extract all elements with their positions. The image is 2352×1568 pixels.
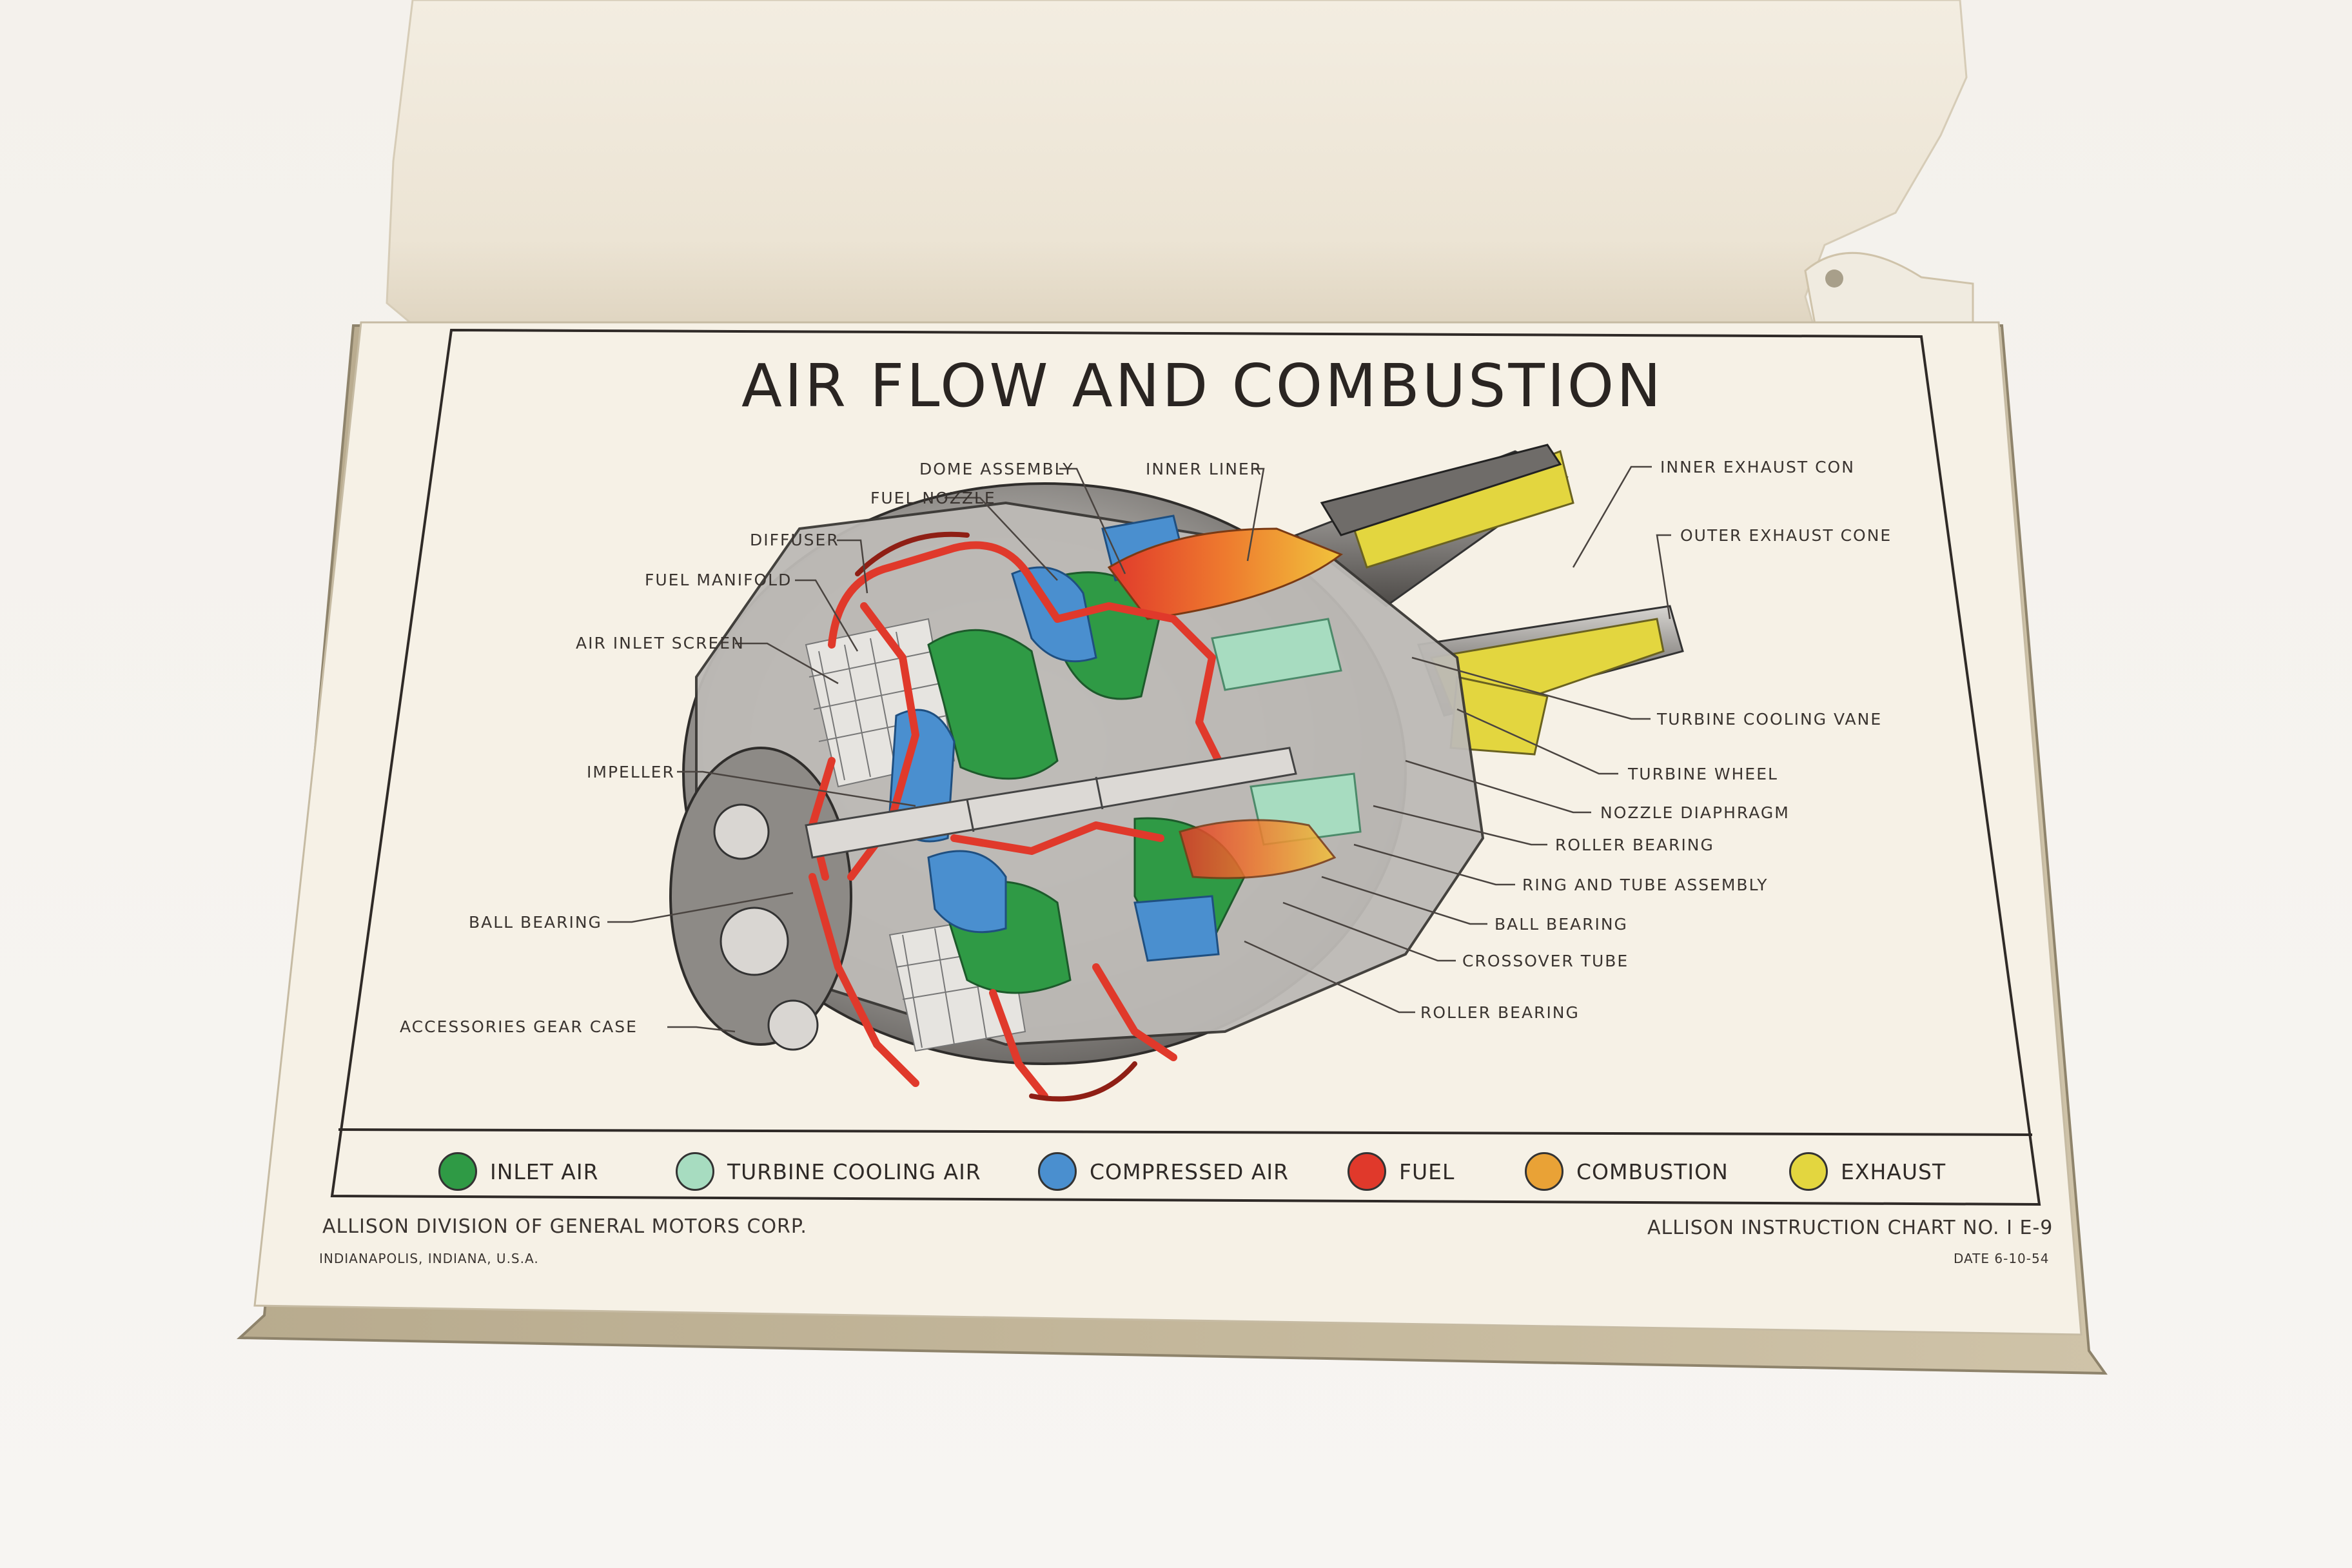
- legend-swatch-fuel: [1348, 1152, 1386, 1191]
- legend-label-compressed-air: COMPRESSED AIR: [1090, 1159, 1289, 1184]
- label-turbine-wheel: TURBINE WHEEL: [1628, 765, 1778, 783]
- legend-divider: [338, 1128, 2033, 1136]
- label-ring-and-tube-assembly: RING AND TUBE ASSEMBLY: [1522, 876, 1769, 894]
- label-ball-bearing-left: BALL BEARING: [469, 913, 602, 932]
- label-fuel-manifold: FUEL MANIFOLD: [645, 571, 792, 589]
- label-impeller: IMPELLER: [587, 763, 675, 781]
- label-roller-bearing-upper: ROLLER BEARING: [1555, 836, 1714, 854]
- legend-swatch-exhaust: [1789, 1152, 1828, 1191]
- legend-swatch-inlet-air: [438, 1152, 477, 1191]
- label-fuel-nozzle: FUEL NOZZLE: [870, 489, 996, 507]
- legend-swatch-turbine-cooling-air: [676, 1152, 714, 1191]
- legend-item-combustion: COMBUSTION: [1525, 1149, 1729, 1194]
- footer-date: DATE 6-10-54: [1954, 1251, 2050, 1266]
- legend-item-inlet-air: INLET AIR: [438, 1149, 599, 1194]
- label-air-inlet-screen: AIR INLET SCREEN: [576, 634, 745, 652]
- legend-label-combustion: COMBUSTION: [1576, 1159, 1729, 1184]
- punch-hole: [1825, 270, 1843, 288]
- label-inner-exhaust-cone: INNER EXHAUST CON: [1660, 458, 1855, 476]
- footer-location: INDIANAPOLIS, INDIANA, U.S.A.: [319, 1251, 539, 1266]
- label-ball-bearing-right: BALL BEARING: [1494, 915, 1628, 934]
- legend-item-exhaust: EXHAUST: [1789, 1149, 1946, 1194]
- engine-illustration: [669, 444, 1684, 1102]
- label-outer-exhaust-cone: OUTER EXHAUST CONE: [1680, 526, 1892, 545]
- legend-label-inlet-air: INLET AIR: [490, 1159, 599, 1184]
- label-nozzle-diaphragm: NOZZLE DIAPHRAGM: [1600, 803, 1790, 822]
- curled-sheet: [386, 0, 1968, 343]
- footer-chart-number: ALLISON INSTRUCTION CHART NO. I E-9: [1647, 1217, 2053, 1239]
- legend-label-turbine-cooling-air: TURBINE COOLING AIR: [727, 1159, 981, 1184]
- chart-frame: [330, 328, 2041, 1206]
- label-accessories-gear-case: ACCESSORIES GEAR CASE: [400, 1017, 638, 1036]
- torn-corner: [1804, 251, 1974, 343]
- label-roller-bearing-lower: ROLLER BEARING: [1420, 1003, 1580, 1022]
- label-dome-assembly: DOME ASSEMBLY: [919, 460, 1074, 478]
- leader-lines: [607, 466, 1671, 1033]
- footer-publisher: ALLISON DIVISION OF GENERAL MOTORS CORP.: [322, 1215, 807, 1238]
- legend-item-turbine-cooling-air: TURBINE COOLING AIR: [676, 1149, 981, 1194]
- legend-swatch-combustion: [1525, 1152, 1563, 1191]
- legend-item-fuel: FUEL: [1348, 1149, 1455, 1194]
- legend-label-exhaust: EXHAUST: [1841, 1159, 1946, 1184]
- legend-label-fuel: FUEL: [1399, 1159, 1455, 1184]
- label-turbine-cooling-vane: TURBINE COOLING VANE: [1657, 710, 1883, 729]
- legend-swatch-compressed-air: [1038, 1152, 1077, 1191]
- chart-title: AIR FLOW AND COMBUSTION: [741, 351, 1664, 420]
- label-inner-liner: INNER LINER: [1146, 460, 1263, 478]
- label-crossover-tube: CROSSOVER TUBE: [1462, 952, 1629, 970]
- label-diffuser: DIFFUSER: [750, 531, 839, 549]
- legend-item-compressed-air: COMPRESSED AIR: [1038, 1149, 1289, 1194]
